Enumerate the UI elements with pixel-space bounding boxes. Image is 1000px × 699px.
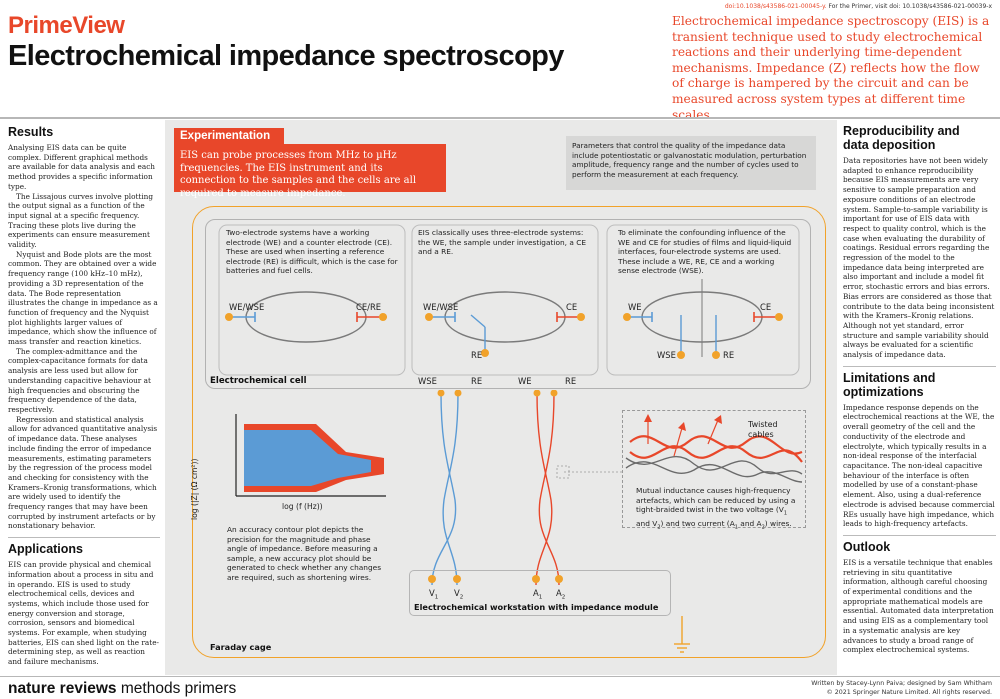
electrochemical-cell-label: Electrochemical cell (210, 376, 307, 386)
faraday-cage (192, 206, 826, 658)
primeview-label: PrimeView (8, 12, 125, 39)
parameters-box: Parameters that control the quality of t… (566, 136, 816, 190)
wse-label: WSE (657, 350, 676, 360)
re-label: RE (471, 350, 483, 360)
doi-link[interactable]: doi:10.1038/s43586-021-00045-y. (724, 3, 827, 10)
cell-ellipse (444, 291, 566, 343)
ce-re-label: CE/RE (356, 302, 382, 312)
we-terminal (225, 313, 233, 321)
author-credit: Written by Stacey-Lynn Paiva; designed b… (811, 680, 992, 687)
ce-terminal (577, 313, 585, 321)
wse-terminal (677, 351, 685, 359)
reproducibility-heading: Reproducibility and data deposition (843, 124, 960, 152)
credits: Written by Stacey-Lynn Paiva; designed b… (811, 680, 992, 697)
accuracy-contour-inner (244, 430, 371, 486)
section-divider (843, 365, 996, 367)
v2-label: V2 (454, 588, 464, 601)
applications-paragraph: EIS can provide physical and chemical in… (8, 560, 159, 667)
accuracy-contour-plot (235, 414, 386, 497)
v1-label: V1 (429, 588, 439, 601)
three-electrode-text: EIS classically uses three-electrode sys… (418, 228, 587, 257)
copyright: © 2021 Springer Nature Limited. All righ… (826, 688, 992, 696)
experimentation-panel (165, 120, 837, 675)
accuracy-text: An accuracy contour plot depicts the pre… (227, 525, 382, 582)
we-label: WE (628, 302, 642, 312)
ce-label: CE (760, 302, 772, 312)
two-electrode-panel (218, 224, 406, 376)
right-column: Reproducibility and data deposition Data… (843, 124, 996, 655)
ce-terminal (775, 313, 783, 321)
four-electrode-panel (606, 224, 800, 376)
workstation-box (409, 570, 671, 616)
results-paragraph: The Lissajous curves involve plotting th… (8, 191, 154, 250)
cell-ellipse (245, 291, 367, 343)
re-wire-label: RE (565, 376, 577, 386)
results-paragraph: Nyquist and Bode plots are the most comm… (8, 249, 158, 347)
re-terminal (712, 351, 720, 359)
limitations-heading: Limitations and optimizations (843, 370, 936, 399)
we-wire-label: WE (518, 376, 532, 386)
cell-diagrams (218, 224, 800, 376)
page-title: Electrochemical impedance spectroscopy (8, 40, 564, 72)
workstation-label: Electrochemical workstation with impedan… (414, 602, 659, 612)
outlook-heading: Outlook (843, 539, 891, 554)
doi-line: doi:10.1038/s43586-021-00045-y. For the … (725, 3, 992, 10)
wiring-diagram (428, 390, 690, 653)
twisted-cables-illustration (625, 414, 803, 483)
twisted-cables-box (622, 410, 806, 528)
a2-terminal (555, 575, 563, 583)
y-axis-label: log (|Z| (Ω cm²)) (190, 458, 199, 520)
three-electrode-panel (411, 224, 599, 376)
intro-text: Electrochemical impedance spectroscopy (… (672, 14, 990, 122)
results-paragraph: Regression and statistical analysis allo… (8, 414, 158, 531)
a1-label: A1 (533, 588, 543, 601)
we-wse-label: WE/WSE (423, 302, 459, 312)
experimentation-summary: EIS can probe processes from MHz to µHz … (174, 144, 446, 199)
results-paragraph: Analysing EIS data can be quite complex.… (8, 143, 155, 191)
two-electrode-text: Two-electrode systems have a working ele… (226, 228, 398, 276)
section-divider (843, 534, 996, 536)
a2-label: A2 (556, 588, 566, 601)
footer-divider (0, 676, 1000, 677)
applications-heading: Applications (8, 542, 84, 557)
red-wire (538, 392, 560, 586)
outlook-text: EIS is a versatile technique that enable… (843, 557, 994, 655)
mutual-inductance-text: Mutual inductance causes high-frequency … (636, 486, 796, 531)
reproducibility-text: Data repositories have not been widely a… (843, 156, 995, 360)
x-axis-label: log (f (Hz)) (282, 502, 323, 511)
four-electrode-text: To eliminate the confounding influence o… (618, 228, 792, 276)
v2-terminal (453, 575, 461, 583)
section-divider (8, 537, 160, 539)
ce-label: CE (566, 302, 578, 312)
results-heading: Results (8, 125, 54, 139)
v1-terminal (428, 575, 436, 583)
twisted-cables-label: Twisted cables (748, 420, 778, 439)
faraday-cage-label: Faraday cage (210, 642, 272, 652)
blue-wire (442, 392, 459, 586)
journal-logo[interactable]: nature reviews methods primers (8, 680, 237, 697)
left-column: Results Analysing EIS data can be quite … (8, 125, 160, 667)
experimentation-tab: Experimentation (174, 128, 284, 144)
primer-doi: For the Primer, visit doi: 10.1038/s4358… (826, 3, 992, 10)
we-terminal (425, 313, 433, 321)
electrochemical-cell-box (205, 219, 811, 389)
wse-wire-label: WSE (418, 376, 437, 386)
re-wire-label: RE (471, 376, 483, 386)
header-divider (0, 117, 1000, 119)
results-paragraph: The complex-admittance and the complex-c… (8, 346, 151, 414)
limitations-text: Impedance response depends on the electr… (843, 402, 995, 529)
we-wse-label: WE/WSE (229, 302, 265, 312)
ce-terminal (379, 313, 387, 321)
we-terminal (623, 313, 631, 321)
re-terminal (481, 349, 489, 357)
re-label: RE (723, 350, 735, 360)
blue-wire (431, 392, 457, 586)
red-wire (535, 392, 553, 586)
a1-terminal (532, 575, 540, 583)
